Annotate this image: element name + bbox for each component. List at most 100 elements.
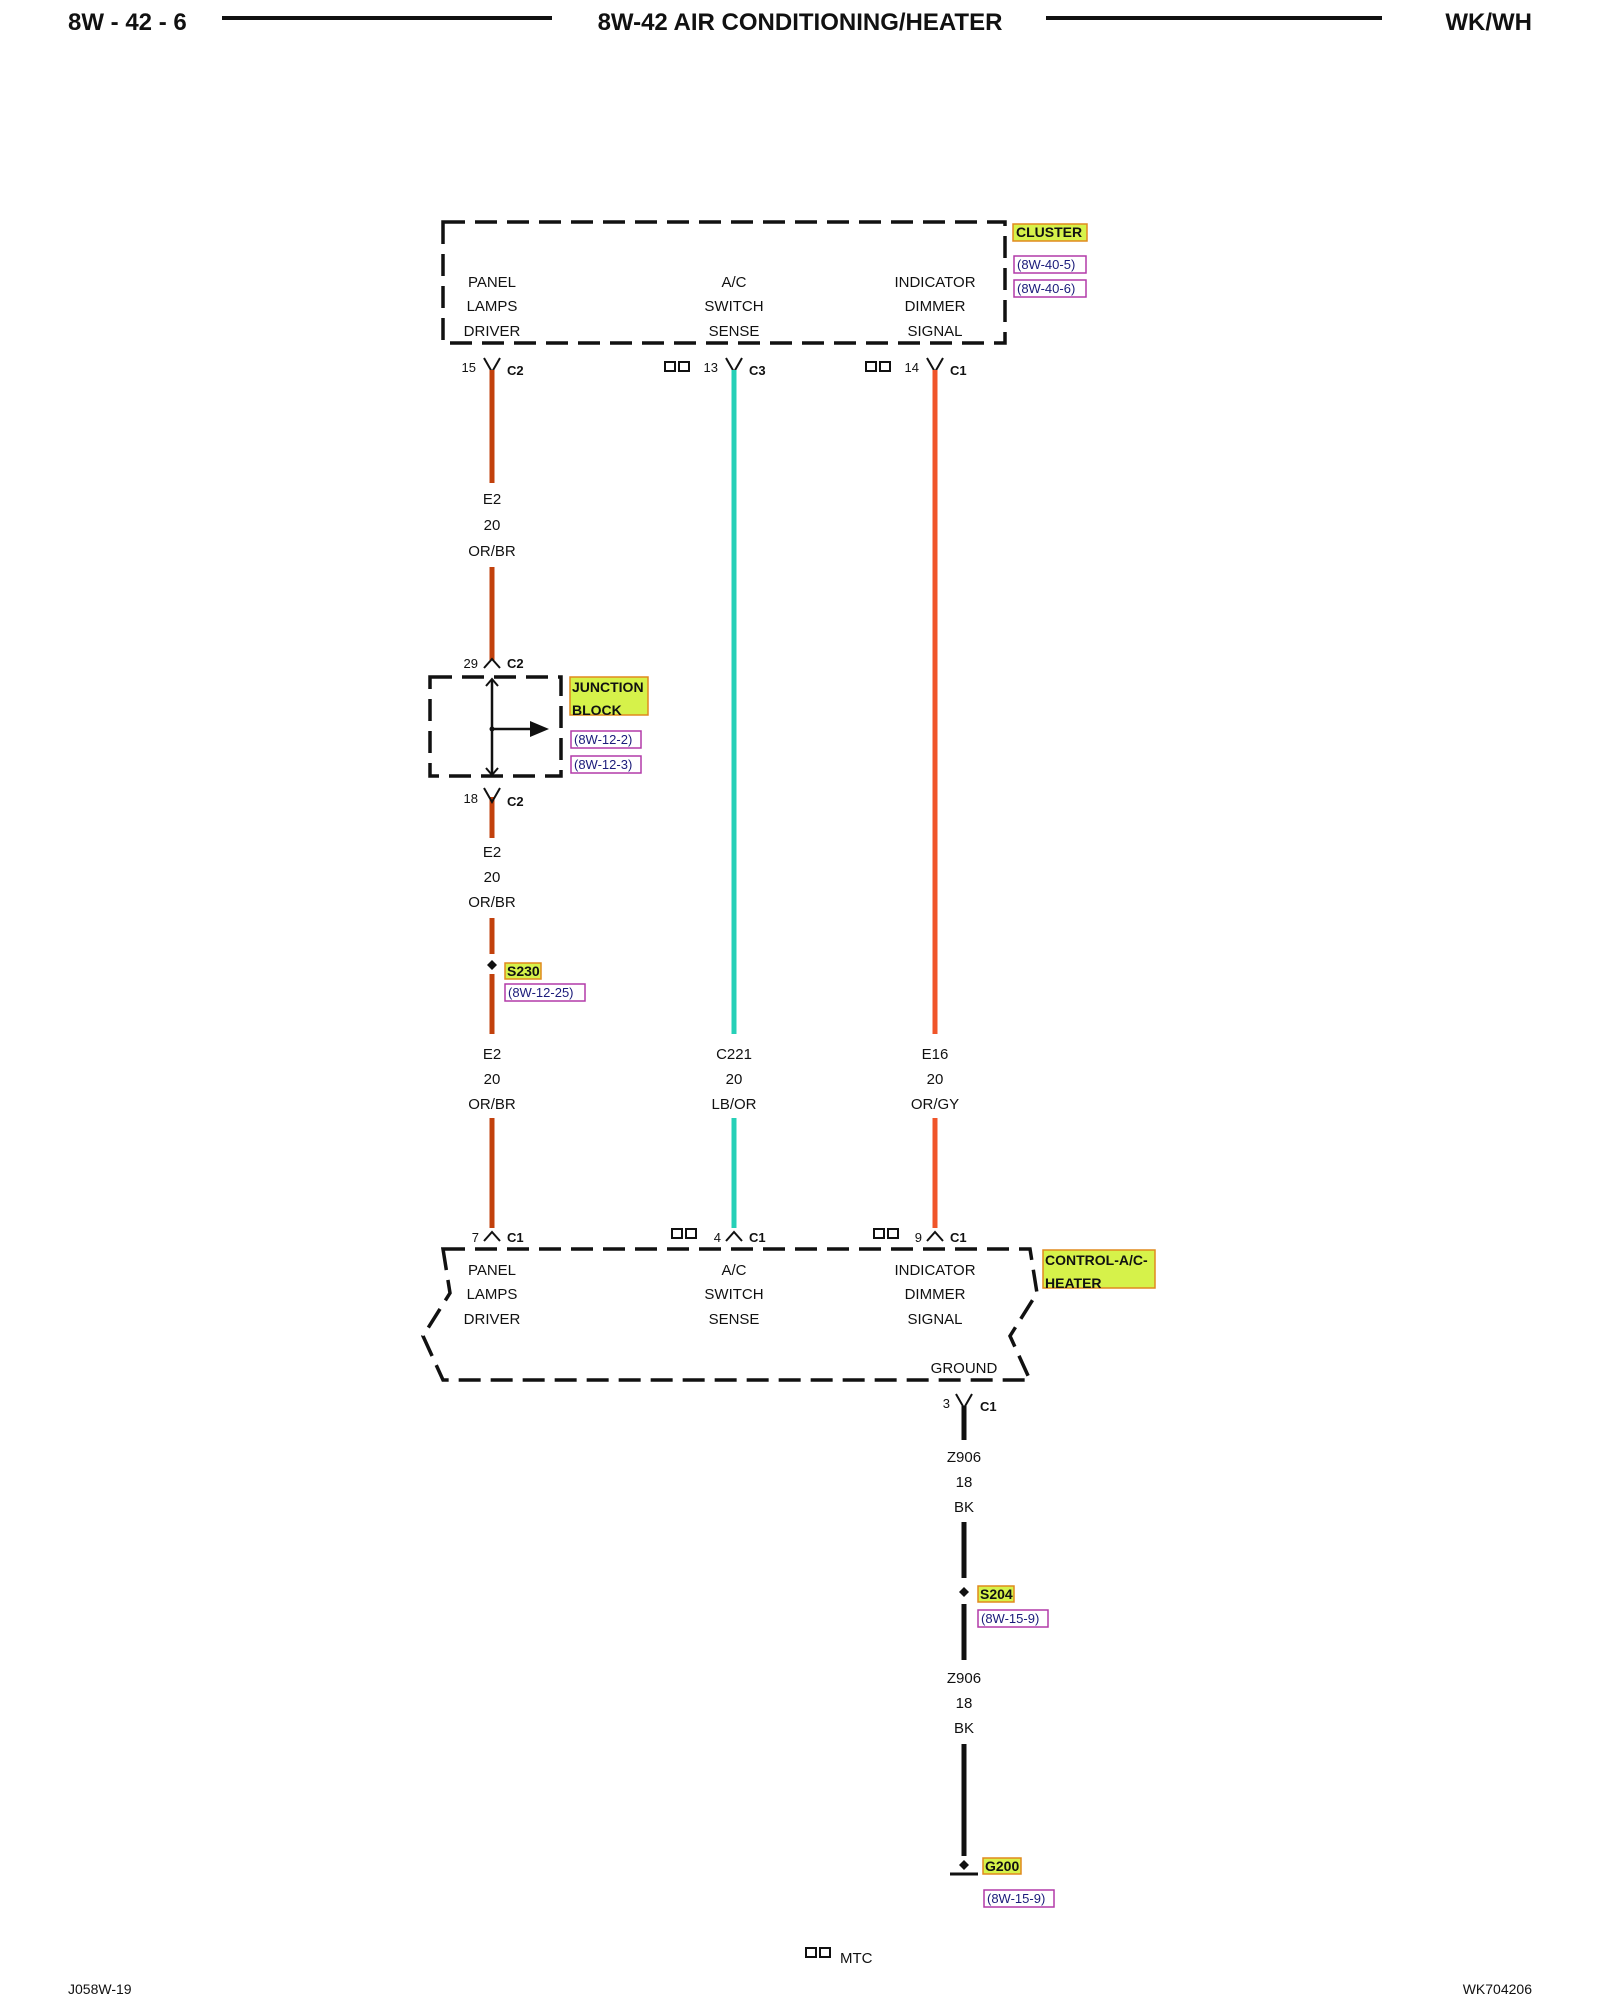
wire-e2-or-br: E2 20 OR/BR E2 20 OR/BR E2 20 OR/BR xyxy=(468,370,516,1228)
page-title: 8W-42 AIR CONDITIONING/HEATER xyxy=(598,9,1003,36)
wire-e16-id: E16 xyxy=(922,1046,949,1063)
legend-mtc-mark-b xyxy=(819,1947,831,1958)
control-conn-4: C1 xyxy=(749,1230,766,1245)
wire-c221-id: C221 xyxy=(716,1046,752,1063)
model-code: WK/WH xyxy=(1445,9,1532,36)
control-func-1-line2: LAMPS xyxy=(467,1286,518,1303)
wire-e2-color-3: OR/BR xyxy=(468,1096,516,1113)
footer-left-code: J058W-19 xyxy=(68,1981,132,1997)
control-func-2-line3: SENSE xyxy=(709,1311,760,1328)
legend-mtc-label: MTC xyxy=(840,1950,873,1967)
wire-e2-id-1: E2 xyxy=(483,491,501,508)
control-pin-7: 7 xyxy=(472,1230,479,1245)
control-pin-fork-7 xyxy=(483,1230,501,1242)
cluster-func-1-line3: DRIVER xyxy=(464,323,521,340)
cluster-func-2-line2: SWITCH xyxy=(704,298,763,315)
wire-z906-color-1: BK xyxy=(954,1499,974,1516)
control-highlight xyxy=(1042,1249,1156,1289)
cluster-func-2-line3: SENSE xyxy=(709,323,760,340)
cluster-func-3-line3: SIGNAL xyxy=(907,323,962,340)
pin-fork-13 xyxy=(725,357,743,375)
cluster-conn-c3: C3 xyxy=(749,363,766,378)
cluster-pin-15: 15 xyxy=(462,360,476,375)
jb-outline xyxy=(428,675,563,778)
splice-s204: S204 (8W-15-9) xyxy=(959,1585,1049,1628)
s204-highlight xyxy=(977,1585,1015,1603)
control-func-1-line3: DRIVER xyxy=(464,1311,521,1328)
jb-highlight xyxy=(569,676,649,716)
control-pin-fork-9 xyxy=(926,1230,944,1242)
s204-ref[interactable]: (8W-15-9) xyxy=(981,1611,1039,1626)
control-ac-heater-component: CONTROL-A/C- HEATER PANEL LAMPS DRIVER A… xyxy=(421,1247,1156,1382)
wire-e16-gauge: 20 xyxy=(927,1071,944,1088)
mtc-mark-9a xyxy=(873,1228,885,1239)
cluster-ref-box-1 xyxy=(1013,255,1087,274)
wire-e2-id-3: E2 xyxy=(483,1046,501,1063)
jb-ref-1[interactable]: (8W-12-2) xyxy=(574,732,632,747)
control-conn-3: C1 xyxy=(980,1399,997,1414)
control-func-3-line2: DIMMER xyxy=(905,1286,966,1303)
mtc-mark-4b xyxy=(685,1228,697,1239)
cluster-ref-2[interactable]: (8W-40-6) xyxy=(1017,281,1075,296)
jb-ref-2[interactable]: (8W-12-3) xyxy=(574,757,632,772)
jb-pin-18: 18 xyxy=(464,791,478,806)
control-func-2-line1: A/C xyxy=(721,1262,746,1279)
mtc-mark-14b xyxy=(879,361,891,372)
pin-fork-15 xyxy=(483,357,501,375)
legend-mtc-mark-a xyxy=(805,1947,817,1958)
control-func-1-line1: PANEL xyxy=(468,1262,516,1279)
jb-pin-in-fork xyxy=(483,657,501,669)
s230-ref-box xyxy=(504,983,586,1002)
control-func-2-line2: SWITCH xyxy=(704,1286,763,1303)
s230-label[interactable]: S230 xyxy=(507,963,540,979)
wire-e2-gauge-1: 20 xyxy=(484,517,501,534)
control-conn-9: C1 xyxy=(950,1230,967,1245)
cluster-func-1-line1: PANEL xyxy=(468,274,516,291)
jb-pin-out-fork xyxy=(483,787,501,805)
mtc-mark-13a xyxy=(664,361,676,372)
jb-arrow-head xyxy=(530,721,549,737)
control-label-1[interactable]: CONTROL-A/C- xyxy=(1045,1252,1148,1268)
mtc-mark-14a xyxy=(865,361,877,372)
wire-z906-bk: 3 C1 Z906 18 BK Z906 18 BK xyxy=(943,1393,997,1856)
jb-label-2[interactable]: BLOCK xyxy=(572,702,622,718)
wire-e16-or-gy: E16 20 OR/GY xyxy=(911,370,959,1228)
cluster-func-3-line2: DIMMER xyxy=(905,298,966,315)
cluster-pins: 15 C2 13 C3 14 C1 xyxy=(462,357,967,378)
splice-s230: S230 (8W-12-25) xyxy=(487,960,586,1002)
control-label-2[interactable]: HEATER xyxy=(1045,1275,1102,1291)
g200-label[interactable]: G200 xyxy=(985,1858,1019,1874)
wire-e2-id-2: E2 xyxy=(483,844,501,861)
control-pin-fork-4 xyxy=(725,1230,743,1242)
s230-highlight xyxy=(504,962,542,980)
mtc-mark-9b xyxy=(887,1228,899,1239)
jb-ref-box-2 xyxy=(570,755,642,774)
splice-s230-dot xyxy=(487,960,497,970)
cluster-label[interactable]: CLUSTER xyxy=(1016,224,1082,240)
wire-z906-color-2: BK xyxy=(954,1720,974,1737)
g200-ref[interactable]: (8W-15-9) xyxy=(987,1891,1045,1906)
g200-ref-box xyxy=(983,1889,1055,1908)
control-conn-7: C1 xyxy=(507,1230,524,1245)
page-number: 8W - 42 - 6 xyxy=(68,9,187,36)
footer-right-code: WK704206 xyxy=(1463,1981,1532,1997)
cluster-func-2-line1: A/C xyxy=(721,274,746,291)
jb-label-1[interactable]: JUNCTION xyxy=(572,679,644,695)
mtc-mark-4a xyxy=(671,1228,683,1239)
wire-z906-id-2: Z906 xyxy=(947,1670,981,1687)
cluster-func-3-line1: INDICATOR xyxy=(894,274,975,291)
jb-ref-box-1 xyxy=(570,730,642,749)
wire-e16-color: OR/GY xyxy=(911,1096,959,1113)
wire-e2-gauge-3: 20 xyxy=(484,1071,501,1088)
s230-ref[interactable]: (8W-12-25) xyxy=(508,985,574,1000)
control-func-3-line1: INDICATOR xyxy=(894,1262,975,1279)
s204-ref-box xyxy=(977,1609,1049,1628)
g200-highlight xyxy=(982,1857,1022,1875)
wire-e2-gauge-2: 20 xyxy=(484,869,501,886)
s204-label[interactable]: S204 xyxy=(980,1586,1013,1602)
control-pin-3: 3 xyxy=(943,1396,950,1411)
cluster-ref-1[interactable]: (8W-40-5) xyxy=(1017,257,1075,272)
wire-c221-gauge: 20 xyxy=(726,1071,743,1088)
wire-z906-gauge-1: 18 xyxy=(956,1474,973,1491)
